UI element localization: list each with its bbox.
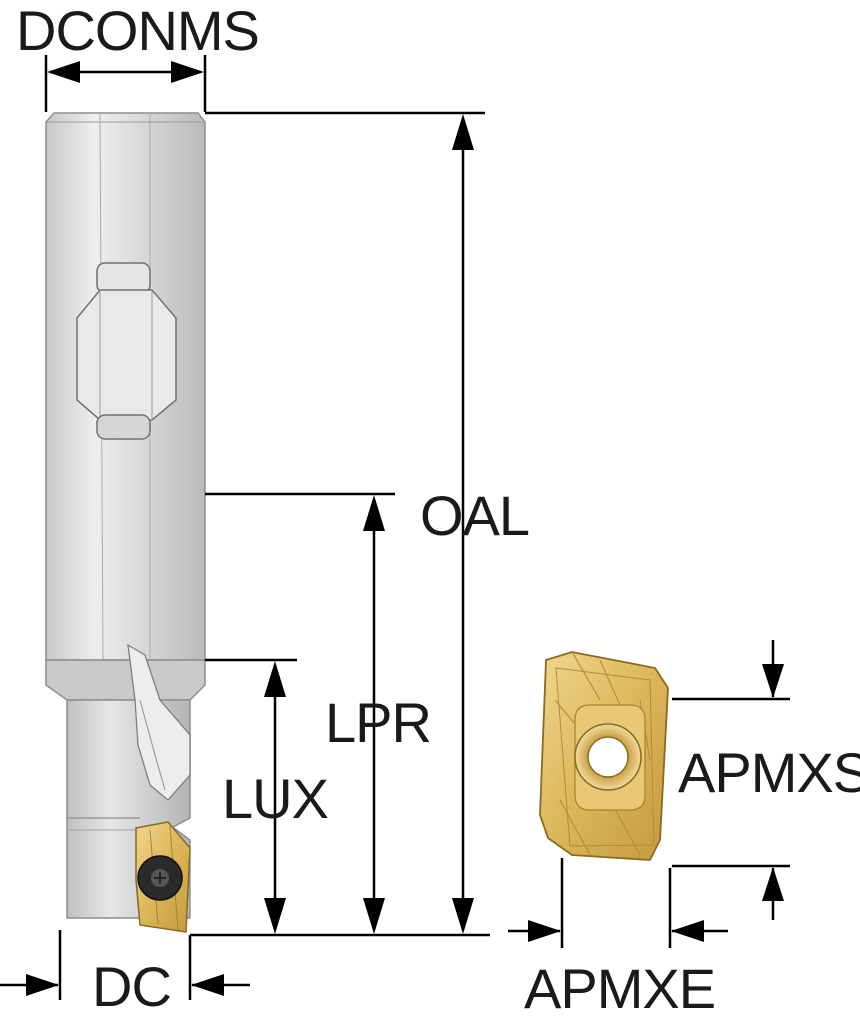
label-oal: OAL xyxy=(420,484,529,547)
label-dc: DC xyxy=(92,955,171,1018)
label-dconms: DCONMS xyxy=(16,0,259,62)
dimension-lines xyxy=(0,55,790,1000)
label-lux: LUX xyxy=(222,767,329,830)
chip-flute xyxy=(127,643,191,801)
label-apmxe: APMXE xyxy=(524,957,715,1020)
shank-taper xyxy=(45,659,206,701)
loose-insert xyxy=(539,651,669,861)
label-lpr: LPR xyxy=(325,691,431,754)
tool-body xyxy=(45,112,206,933)
shank-flat xyxy=(76,262,177,440)
mounted-insert xyxy=(135,821,191,933)
label-apmxs: APMXS xyxy=(678,741,860,804)
